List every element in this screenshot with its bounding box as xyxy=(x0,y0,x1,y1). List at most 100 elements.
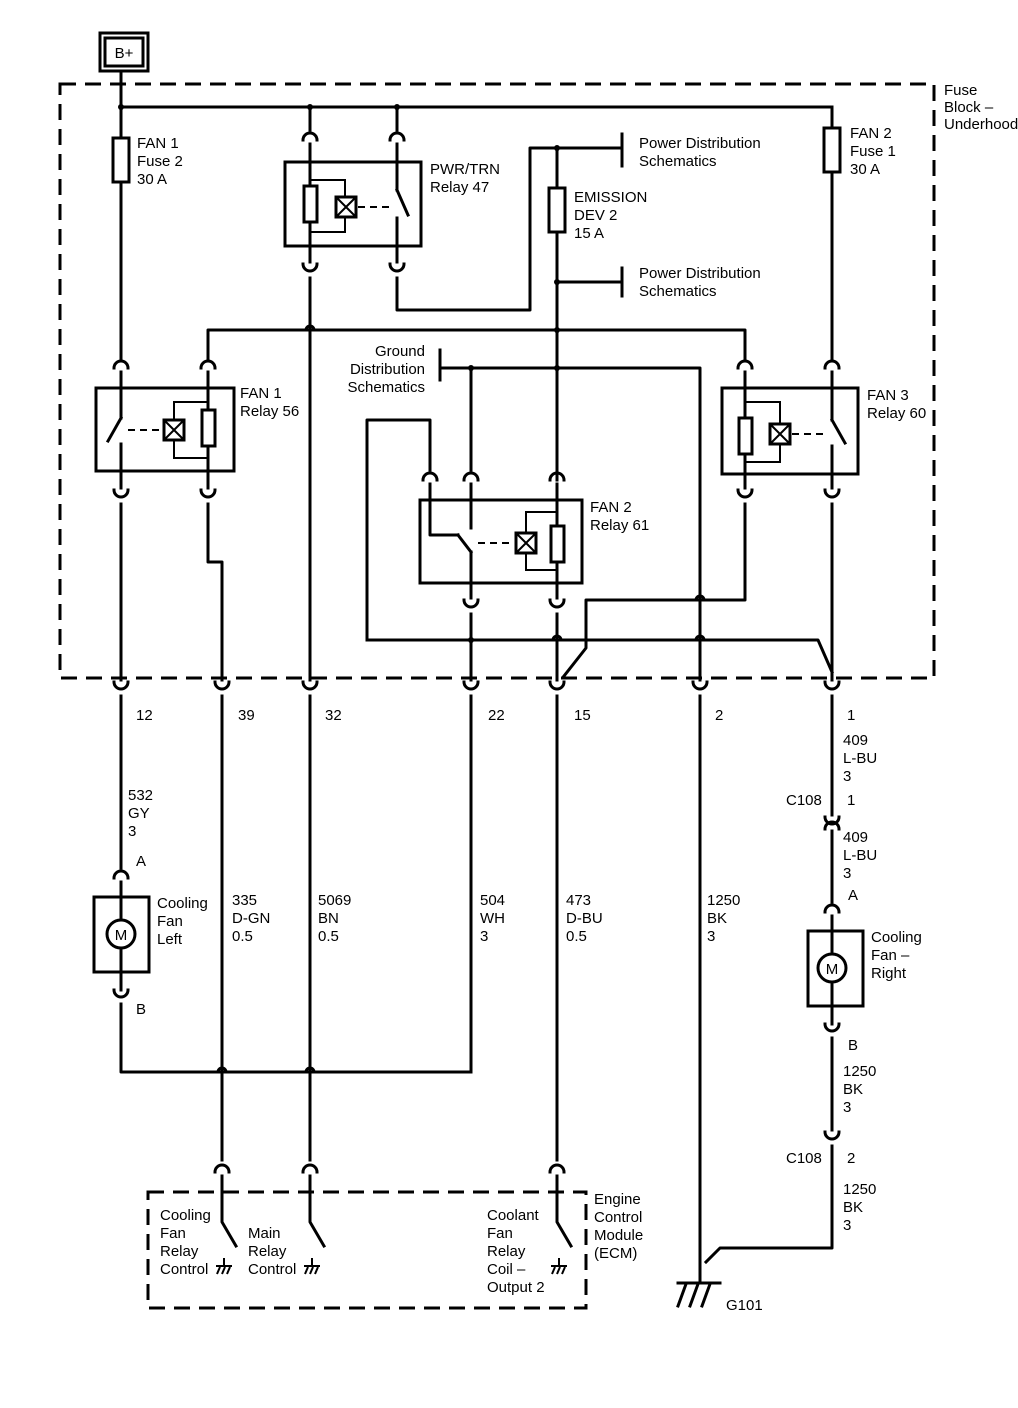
ecm-title-3: Module xyxy=(594,1227,643,1244)
fuse-block-line1: Fuse xyxy=(944,82,977,99)
fan1-fuse xyxy=(111,136,131,184)
w1250b-size: 3 xyxy=(843,1099,851,1116)
w1250-color: BK xyxy=(707,910,727,927)
w409a-size: 3 xyxy=(843,768,851,785)
w335-color: D-GN xyxy=(232,910,270,927)
ecm-border xyxy=(146,1190,588,1310)
pwr-trn-l1: PWR/TRN xyxy=(430,161,500,178)
w473-size: 0.5 xyxy=(566,928,587,945)
pin-39: 39 xyxy=(238,707,255,724)
pwr-trn-l2: Relay 47 xyxy=(430,179,489,196)
fuse-block-line3: Underhood xyxy=(944,116,1018,133)
w5069-size: 0.5 xyxy=(318,928,339,945)
c108a-name: C108 xyxy=(786,792,822,809)
fuse-block-pins xyxy=(112,680,841,691)
w5069-color: BN xyxy=(318,910,339,927)
ecm-cooling-2: Fan xyxy=(160,1225,186,1242)
pin-22: 22 xyxy=(488,707,505,724)
ecm-coolant-5: Output 2 xyxy=(487,1279,545,1296)
ecm-main-1: Main xyxy=(248,1225,281,1242)
gds-l2: Distribution xyxy=(350,361,425,378)
fan-right-l2: Fan – xyxy=(871,947,910,964)
fan1-fuse-l2: Fuse 2 xyxy=(137,153,183,170)
ground-icon xyxy=(676,1258,722,1308)
w532-num: 532 xyxy=(128,787,153,804)
ecm-coolant-4: Coil – xyxy=(487,1261,526,1278)
fan-right-l1: Cooling xyxy=(871,929,922,946)
pin-12: 12 xyxy=(136,707,153,724)
fan3-relay-l2: Relay 60 xyxy=(867,405,926,422)
fuse-block-border xyxy=(58,82,936,680)
fan2-relay-l2: Relay 61 xyxy=(590,517,649,534)
c108b-pin: 2 xyxy=(847,1150,855,1167)
ecm-coolant-3: Relay xyxy=(487,1243,526,1260)
fan2-fuse-l1: FAN 2 xyxy=(850,125,892,142)
w1250c-size: 3 xyxy=(843,1217,851,1234)
fan-right-pin-a: A xyxy=(848,887,858,904)
motor-right-icon xyxy=(816,952,848,984)
w409b-num: 409 xyxy=(843,829,868,846)
emission-l1: EMISSION xyxy=(574,189,647,206)
w409a-color: L-BU xyxy=(843,750,877,767)
fan2-relay-l1: FAN 2 xyxy=(590,499,632,516)
fan2-fuse-l3: 30 A xyxy=(850,161,880,178)
fan1-relay-l2: Relay 56 xyxy=(240,403,299,420)
w1250-num: 1250 xyxy=(707,892,740,909)
ecm-main-3: Control xyxy=(248,1261,296,1278)
motor-left-icon xyxy=(105,918,137,950)
ecm-title-4: (ECM) xyxy=(594,1245,637,1262)
ecm-ground-icon xyxy=(216,1258,567,1275)
w532-color: GY xyxy=(128,805,150,822)
w504-color: WH xyxy=(480,910,505,927)
fan1-fuse-l3: 30 A xyxy=(137,171,167,188)
ground-label: G101 xyxy=(726,1297,763,1314)
fan2-fuse xyxy=(822,126,842,174)
fan-left-l2: Fan xyxy=(157,913,183,930)
gds-l1: Ground xyxy=(375,343,425,360)
fan-left-l3: Left xyxy=(157,931,183,948)
fan2-fuse-l2: Fuse 1 xyxy=(850,143,896,160)
b-plus-bus xyxy=(119,69,834,109)
w1250b-color: BK xyxy=(843,1081,863,1098)
pds1-l2: Schematics xyxy=(639,153,717,170)
pds2-l1: Power Distribution xyxy=(639,265,761,282)
w335-size: 0.5 xyxy=(232,928,253,945)
fuse-block-line2: Block – xyxy=(944,99,994,116)
fan-right-pin-b: B xyxy=(848,1037,858,1054)
w1250c-color: BK xyxy=(843,1199,863,1216)
w335-num: 335 xyxy=(232,892,257,909)
c108a-pin: 1 xyxy=(847,792,855,809)
b-plus-label: B+ xyxy=(115,45,134,62)
gds-l3: Schematics xyxy=(347,379,425,396)
motor-right-symbol: M xyxy=(826,961,839,978)
c108b-name: C108 xyxy=(786,1150,822,1167)
w1250b-num: 1250 xyxy=(843,1063,876,1080)
pds1-l1: Power Distribution xyxy=(639,135,761,152)
w473-num: 473 xyxy=(566,892,591,909)
w504-num: 504 xyxy=(480,892,505,909)
fan1-relay-l1: FAN 1 xyxy=(240,385,282,402)
fan-right-l3: Right xyxy=(871,965,907,982)
ecm-cooling-4: Control xyxy=(160,1261,208,1278)
w409b-color: L-BU xyxy=(843,847,877,864)
w409a-num: 409 xyxy=(843,732,868,749)
b-plus-inner xyxy=(103,36,145,68)
w473-color: D-BU xyxy=(566,910,603,927)
pds2-l2: Schematics xyxy=(639,283,717,300)
ecm-main-2: Relay xyxy=(248,1243,287,1260)
w504-size: 3 xyxy=(480,928,488,945)
ecm-cooling-3: Relay xyxy=(160,1243,199,1260)
w409b-size: 3 xyxy=(843,865,851,882)
ecm-title-1: Engine xyxy=(594,1191,641,1208)
w5069-num: 5069 xyxy=(318,892,351,909)
pin-2: 2 xyxy=(715,707,723,724)
emission-fuse xyxy=(547,186,567,234)
w1250c-num: 1250 xyxy=(843,1181,876,1198)
fan-left-pin-a: A xyxy=(136,853,146,870)
w1250-size: 3 xyxy=(707,928,715,945)
fan-left-l1: Cooling xyxy=(157,895,208,912)
emission-l2: DEV 2 xyxy=(574,207,617,224)
pin-1: 1 xyxy=(847,707,855,724)
ecm-title-2: Control xyxy=(594,1209,642,1226)
